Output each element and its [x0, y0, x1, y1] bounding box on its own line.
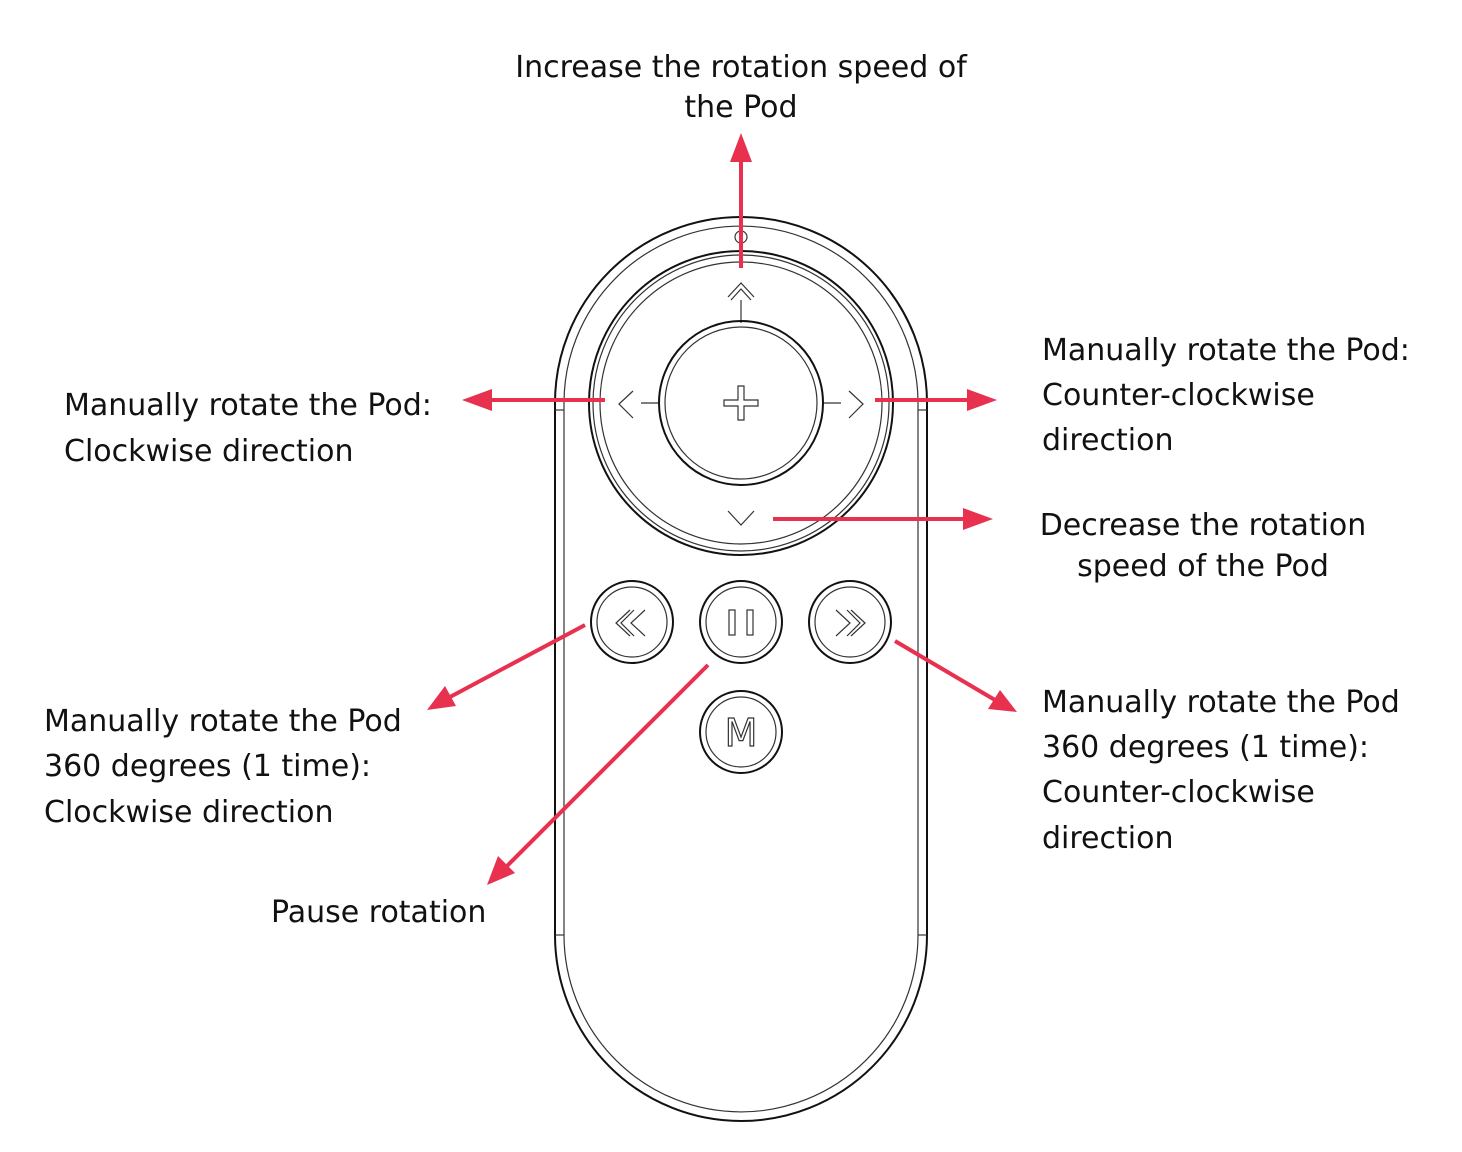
- remote-body: [554, 216, 928, 1122]
- up-chevron-icon: [727, 282, 755, 301]
- fast-forward-icon: [835, 609, 866, 637]
- left-chevron-icon: [618, 390, 634, 419]
- mode-button[interactable]: M: [699, 690, 783, 774]
- pause-button[interactable]: [699, 580, 783, 664]
- down-chevron-icon: [727, 510, 755, 526]
- dpad[interactable]: [588, 250, 894, 556]
- right-chevron-icon: [848, 390, 864, 419]
- plus-icon: [723, 385, 759, 421]
- label-rotate-counter-clockwise: Manually rotate the Pod:Counter-clockwis…: [1042, 333, 1410, 458]
- callout-arrows: [427, 133, 1017, 885]
- center-plus-button[interactable]: [658, 320, 824, 486]
- label-rotate-clockwise: Manually rotate the Pod:Clockwise direct…: [64, 388, 432, 469]
- mode-letter: M: [725, 711, 758, 755]
- rewind-button[interactable]: [590, 580, 674, 664]
- fast-forward-button[interactable]: [808, 580, 892, 664]
- rewind-icon: [615, 609, 646, 637]
- pause-icon: [728, 609, 754, 636]
- label-pause: Pause rotation: [271, 895, 486, 930]
